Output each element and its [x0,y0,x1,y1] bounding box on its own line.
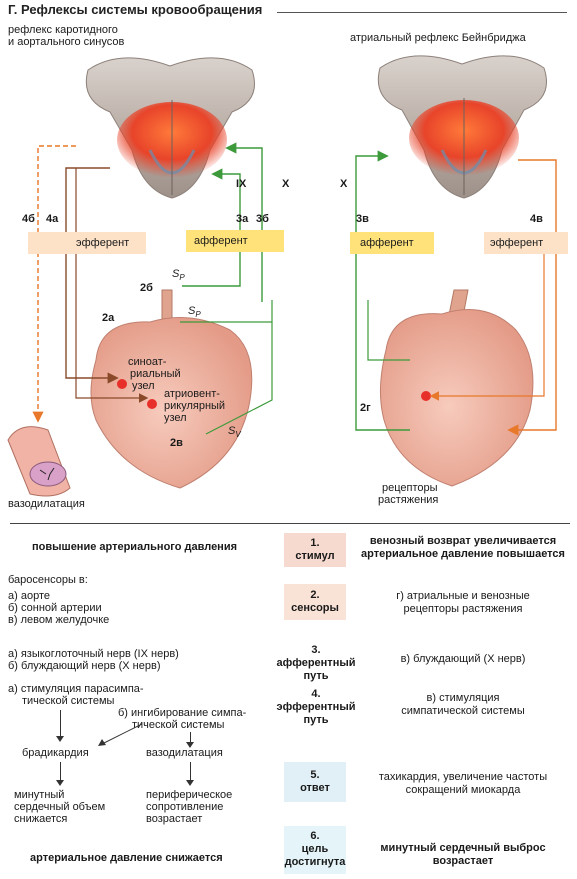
efferent-symp-1: б) ингибирование симпа- [118,707,247,719]
afferent-label-right: афферент [360,237,414,249]
arrow-vaso-resistance [186,762,194,786]
peripheral-2: сопротивление [146,801,224,813]
peripheral-1: периферическое [146,789,233,801]
sensors-right-1: г) атриальные и венозные [396,590,530,602]
step-6-bg [284,826,346,874]
afferent-label-bg-right [350,232,434,254]
receptors-label-2: растяжения [378,494,439,506]
cardiac-output-2: сердечный объем [14,801,106,813]
vessel-illustration [7,426,71,497]
left-caption-line2: и аортального синусов [8,36,125,48]
afferent-label-left: афферент [194,235,248,247]
sp-label-2: SP [188,305,201,320]
sensor-carotid: б) сонной артерии [8,602,102,614]
label-ix: IX [236,178,247,190]
step-1-bg [284,533,346,567]
section-divider [10,523,570,524]
brainstem-left [85,57,255,199]
efferent-line-4v [507,159,557,436]
efferent-label-right: эфферент [490,237,544,249]
label-4b: 4б [22,213,35,225]
vasodilation-label: вазодилатация [8,498,85,510]
efferent-para-2: тической системы [22,695,115,707]
step-5: 5.ответ [300,769,330,794]
label-x-right: X [340,178,348,190]
efferent-symp-2: тической системы [132,719,225,731]
brainstem-right [377,55,547,199]
goal-left: артериальное давление снижается [30,852,223,864]
efferent-para-1: а) стимуляция парасимпа- [8,683,144,695]
sa-node-label-3: узел [132,380,155,392]
efferent-line-4a [65,167,119,384]
afferent-label-bg-left [186,230,284,252]
label-2a: 2а [102,312,115,324]
goal-right-1: минутный сердечный выброс [380,842,546,854]
arrow-brady-output [56,762,64,786]
efferent-right-1: в) стимуляция [426,692,500,704]
stimulus-right-2: артериальное давление повышается [361,548,565,560]
stimulus-left: повышение артериального давления [32,541,238,553]
label-2g: 2г [360,402,371,414]
peripheral-3: возрастает [146,813,203,825]
sensor-aorta: а) аорте [8,590,50,602]
response-right-2: сокращений миокарда [405,784,521,796]
step-5-bg [284,762,346,802]
afferent-ix: а) языкоглоточный нерв (IX нерв) [8,648,179,660]
goal-right-2: возрастает [432,855,494,867]
sv-label: SV [228,425,241,440]
efferent-right-2: симпатической системы [401,705,525,717]
label-3a: 3а [236,213,249,225]
efferent-label-bg-right [484,232,568,254]
sp-label-1: SP [172,268,185,283]
label-4v: 4в [530,213,543,225]
sa-node-label-1: синоат- [128,356,167,368]
receptors-label-1: рецепторы [382,482,438,494]
stimulus-right-1: венозный возврат увеличивается [369,535,557,547]
label-2b: 2б [140,282,153,294]
step-2-bg [284,584,346,620]
label-2v: 2в [170,437,183,449]
label-x-left: X [282,178,290,190]
figure-title: Г. Рефлексы системы кровообращения [8,2,263,17]
cardiac-output-1: минутный [14,789,65,801]
arrow-symp-vaso [186,732,194,748]
afferent-x: б) блуждающий нерв (X нерв) [8,660,161,672]
afferent-line-x-left [225,142,263,302]
label-3v: 3в [356,213,369,225]
response-right-1: тахикардия, увеличение частоты [378,771,548,783]
heart-left [90,289,253,489]
title-rule [277,12,567,13]
vasodilation-table: вазодилатация [146,747,223,759]
right-caption: атриальный рефлекс Бейнбриджа [350,32,526,44]
arrow-symp-brady [98,723,143,746]
av-node-label-3: узел [164,412,187,424]
label-3b: 3б [256,213,269,225]
sensors-right-2: рецепторы растяжения [403,603,523,615]
efferent-label-left: эфферент [76,237,130,249]
sa-node-label-2: риальный [130,368,181,380]
afferent-line-right [355,150,410,431]
label-4a: 4а [46,213,59,225]
reflex-illustration [7,55,557,497]
efferent-label-bg-left [28,232,146,254]
arrow-para-brady [56,710,64,742]
step-3: 3.афферентный путь [276,644,356,682]
left-caption-line1: рефлекс каротидного [8,24,118,36]
efferent-line-4b [32,145,76,423]
av-node-label-1: атриовент- [164,388,220,400]
afferent-right: в) блуждающий (X нерв) [400,653,526,665]
av-node-label-2: рикулярный [164,400,226,412]
step-2: 2.сенсоры [291,589,339,614]
heart-right [379,289,534,487]
sensor-ventricle: в) левом желудочке [8,614,110,626]
cardiac-output-3: снижается [14,813,68,825]
bradycardia: брадикардия [22,747,89,759]
sensors-head: баросенсоры в: [8,574,88,586]
step-1: 1.стимул [295,537,335,562]
